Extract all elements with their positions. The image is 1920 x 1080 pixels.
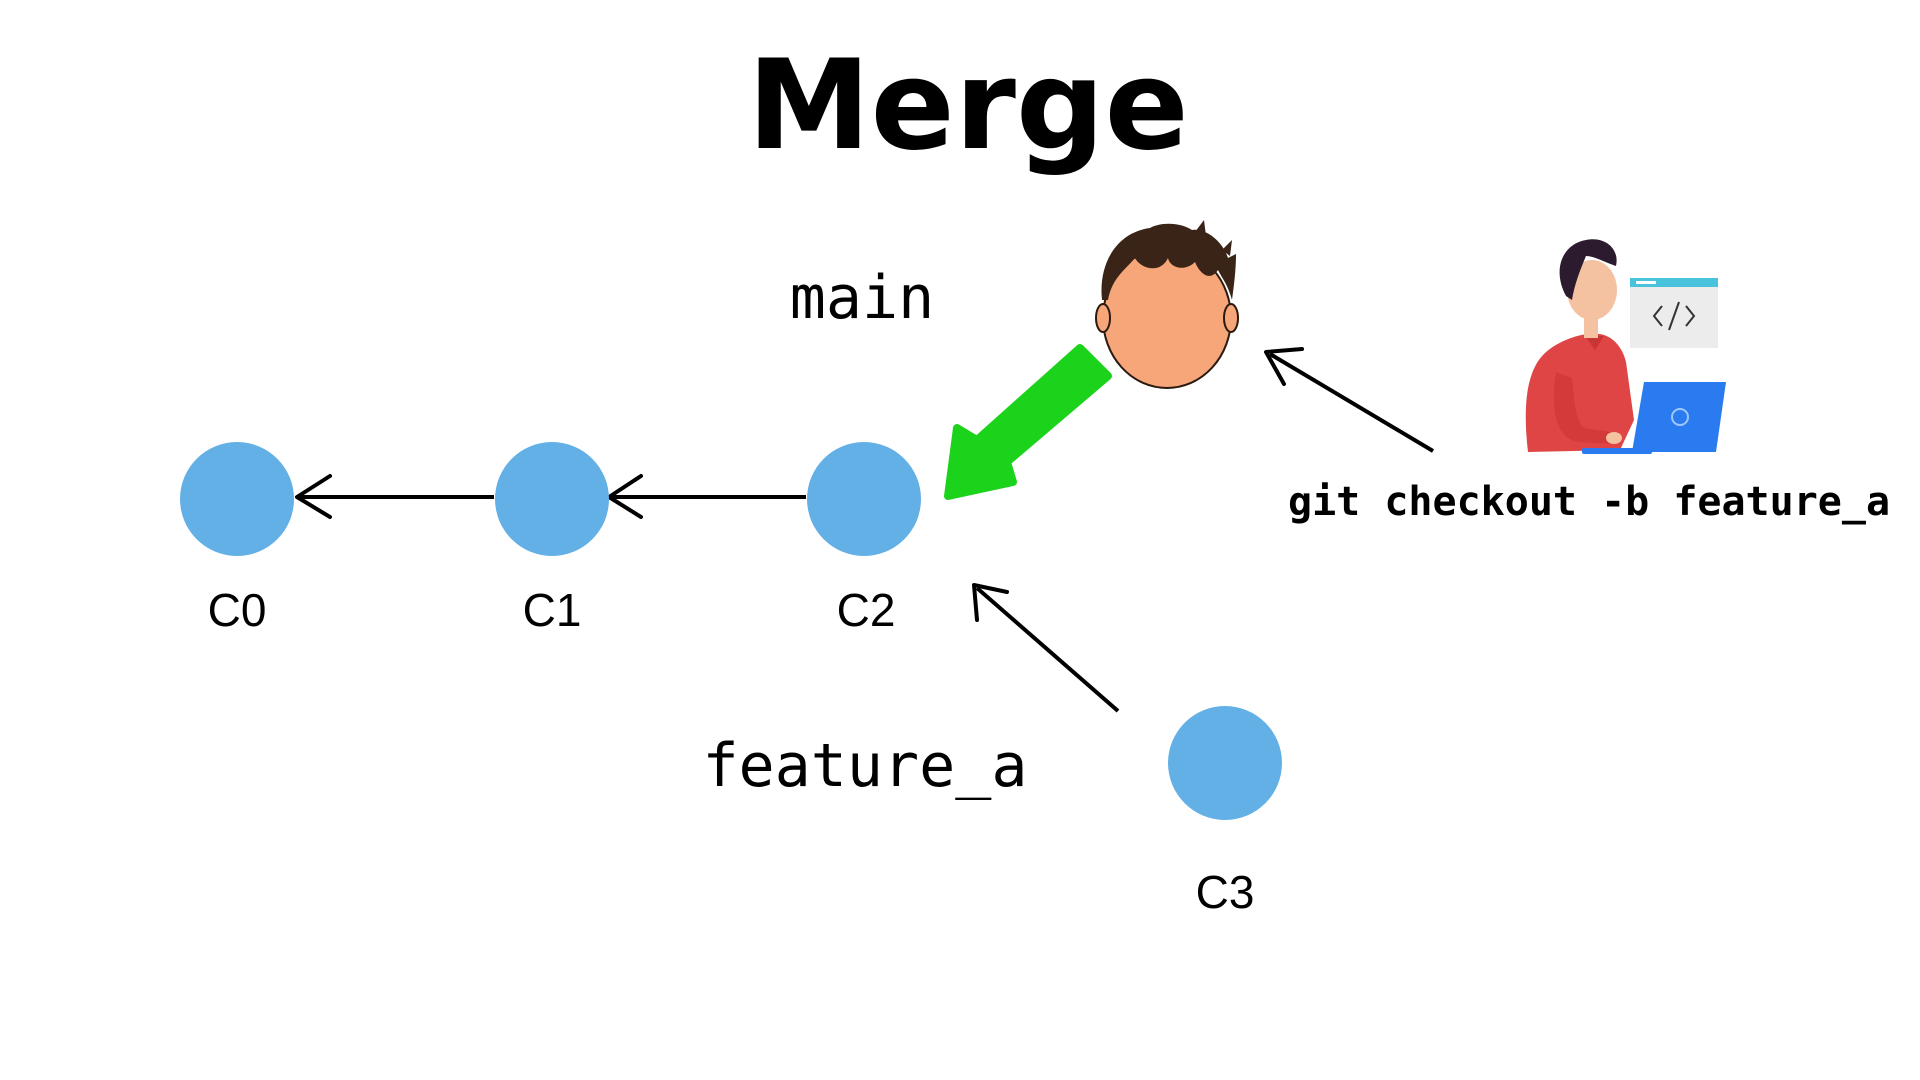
edge-command-to-head — [1264, 347, 1435, 453]
commit-node-c0[interactable] — [180, 442, 294, 556]
commit-label-c3: C3 — [1196, 866, 1255, 918]
commit-label-c2: C2 — [837, 584, 896, 636]
branch-label-feature: feature_a — [702, 731, 1027, 801]
head-face-icon — [1095, 220, 1239, 389]
commit-node-c2[interactable] — [807, 442, 921, 556]
commit-label-c0: C0 — [208, 584, 267, 636]
edge-c1-to-c0 — [295, 474, 494, 519]
commit-nodes — [180, 442, 1282, 820]
developer-laptop-icon — [1525, 239, 1726, 454]
commit-node-c1[interactable] — [495, 442, 609, 556]
edge-c3-to-c2 — [972, 583, 1120, 713]
commit-edges — [295, 347, 1435, 713]
commit-label-c1: C1 — [523, 584, 582, 636]
edge-c2-to-c1 — [607, 474, 806, 519]
command-text: git checkout -b feature_a — [1288, 479, 1890, 525]
commit-node-c3[interactable] — [1168, 706, 1282, 820]
diagram-title: Merge — [747, 34, 1189, 178]
head-pointer-arrow-icon — [944, 344, 1112, 500]
branch-label-main: main — [790, 263, 935, 333]
code-window-icon — [1630, 278, 1718, 348]
